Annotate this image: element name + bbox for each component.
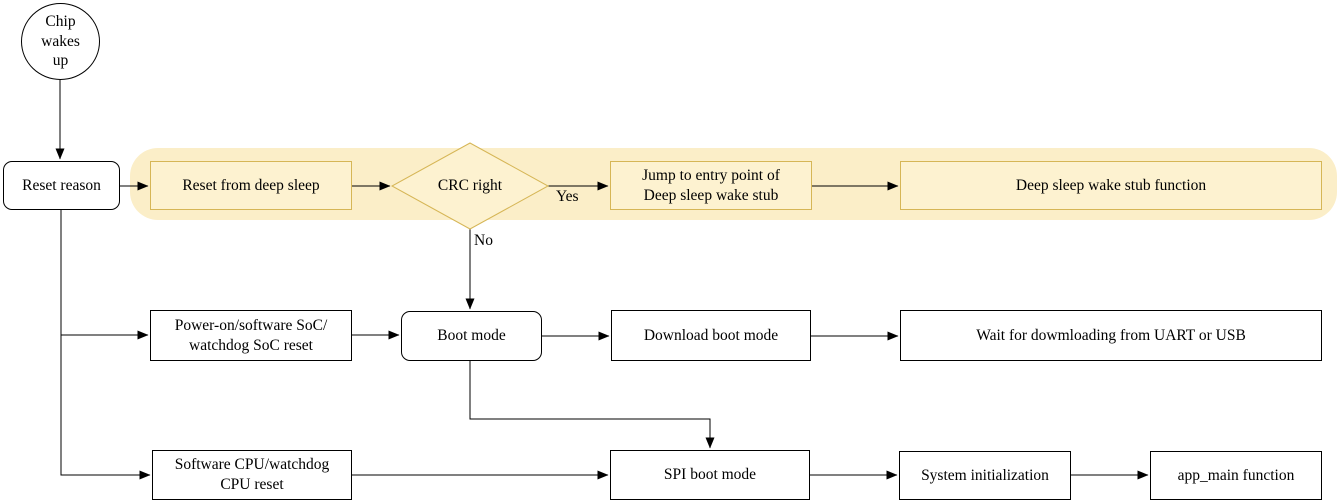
node-wait-for-downloading: Wait for dowmloading from UART or USB — [900, 310, 1322, 361]
node-power-on-reset: Power-on/software SoC/ watchdog SoC rese… — [150, 310, 352, 361]
node-reset-reason: Reset reason — [3, 161, 120, 210]
node-deep-sleep-wake-stub: Deep sleep wake stub function — [900, 161, 1322, 210]
node-system-initialization: System initialization — [899, 451, 1071, 500]
node-app-main-function: app_main function — [1150, 451, 1322, 500]
node-boot-mode: Boot mode — [401, 311, 542, 361]
node-jump-to-entry-point: Jump to entry point of Deep sleep wake s… — [610, 161, 812, 210]
edge-reset-reason-to-software-cpu — [60, 210, 151, 480]
node-spi-boot-mode: SPI boot mode — [610, 450, 810, 500]
node-download-boot-mode: Download boot mode — [611, 310, 811, 361]
edge-label-no: No — [474, 232, 493, 249]
decision-crc-right-shape — [390, 142, 550, 230]
node-reset-from-deep-sleep: Reset from deep sleep — [150, 161, 352, 210]
node-software-cpu-reset: Software CPU/watchdog CPU reset — [152, 450, 352, 500]
edge-label-yes: Yes — [556, 188, 579, 205]
node-crc-right-label: CRC right — [437, 177, 503, 195]
edge-boot-mode-to-spi — [469, 361, 715, 449]
node-chip-wakes-up: Chip wakes up — [21, 3, 100, 80]
